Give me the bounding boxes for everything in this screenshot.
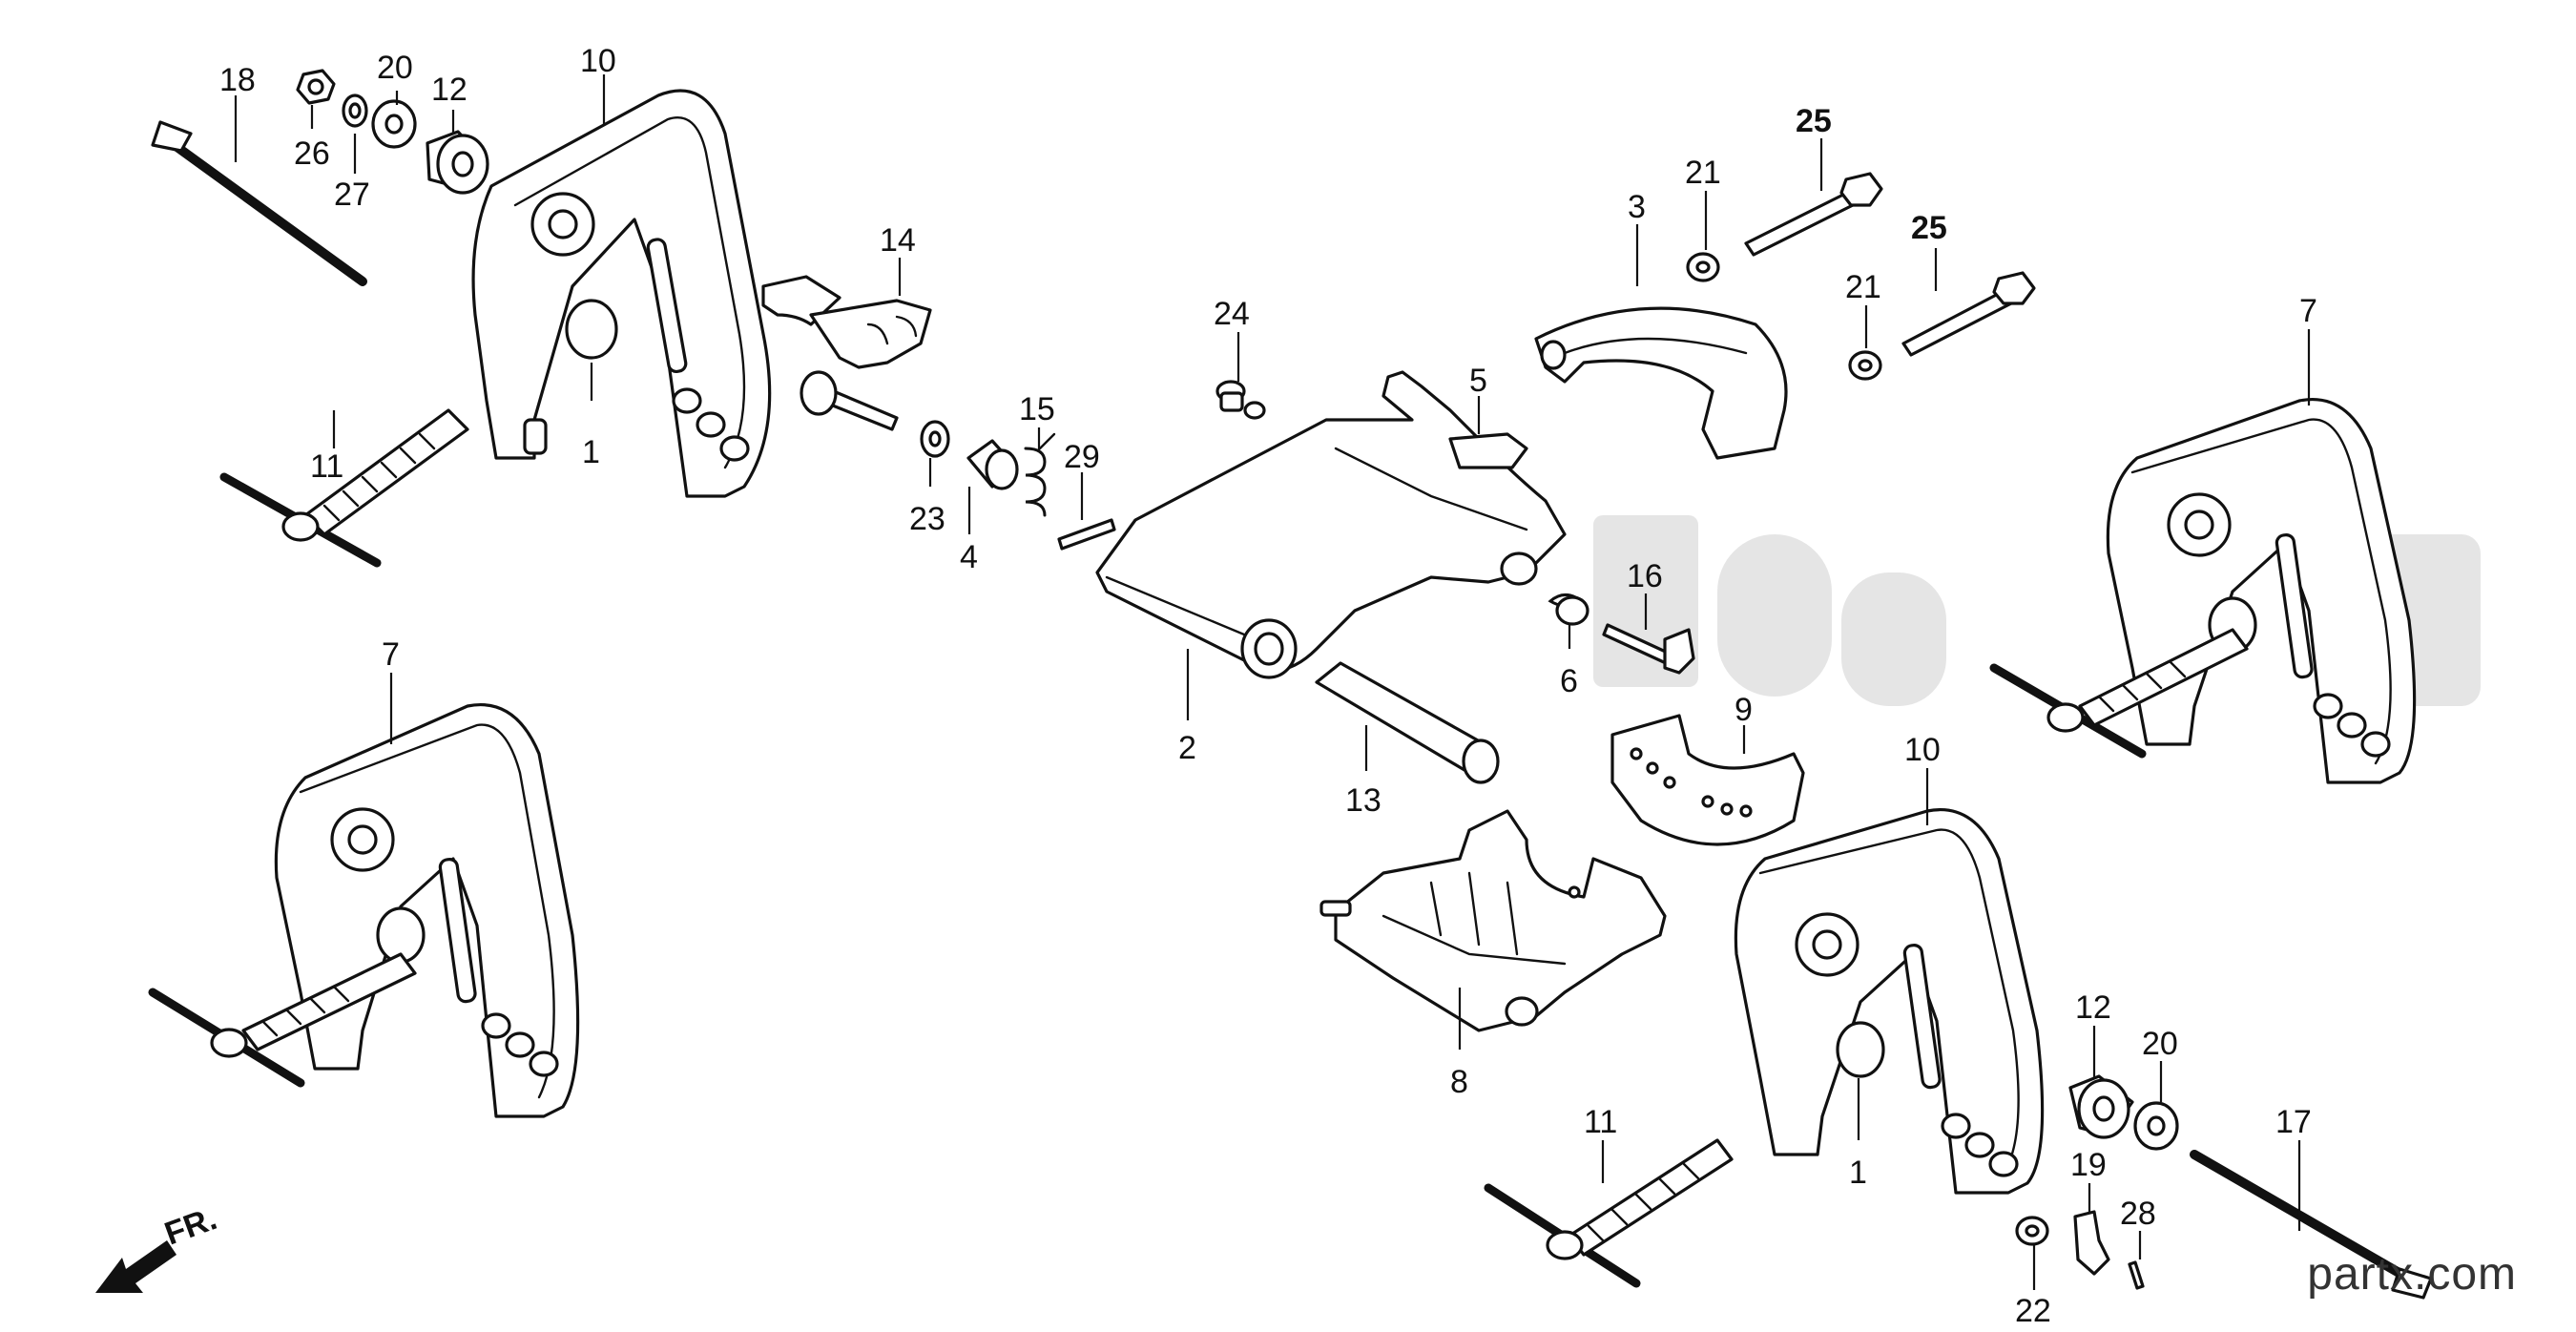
part-10-clamp-bracket bbox=[471, 89, 772, 498]
callout-4: 4 bbox=[960, 539, 978, 575]
callout-8: 8 bbox=[1450, 1064, 1468, 1100]
part-15-spring bbox=[1024, 432, 1056, 517]
part-14-tilt-lever bbox=[761, 275, 932, 431]
part-19-clip bbox=[2073, 1210, 2110, 1276]
part-12-bushing bbox=[426, 130, 489, 195]
part-2-swivel-bracket bbox=[1095, 370, 1567, 679]
callout-25a: 25 bbox=[1796, 103, 1832, 139]
callout-28: 28 bbox=[2120, 1196, 2156, 1232]
callout-3: 3 bbox=[1628, 189, 1646, 225]
callout-7b: 7 bbox=[382, 636, 400, 673]
callout-25b: 25 bbox=[1911, 210, 1947, 246]
part-5-rubber-block bbox=[1448, 432, 1528, 469]
callout-11b: 11 bbox=[1584, 1104, 1617, 1140]
callout-21b: 21 bbox=[1845, 269, 1881, 305]
part-28-pin bbox=[2128, 1260, 2145, 1290]
part-12-bushing-right bbox=[2068, 1074, 2134, 1139]
part-3-stopper-band bbox=[1534, 306, 1788, 460]
callout-27: 27 bbox=[334, 177, 370, 213]
part-7-clamp-bracket-right bbox=[2106, 398, 2417, 784]
part-17-pin bbox=[2190, 1150, 2433, 1300]
part-20-washer-right bbox=[2133, 1101, 2179, 1151]
callout-11a: 11 bbox=[310, 448, 343, 485]
part-6-spring bbox=[1548, 593, 1589, 626]
part-4-collar bbox=[966, 439, 1019, 490]
callout-7a: 7 bbox=[2299, 293, 2317, 329]
part-24-grease-fitting bbox=[1215, 380, 1266, 420]
callout-22: 22 bbox=[2015, 1293, 2051, 1327]
callout-16: 16 bbox=[1627, 558, 1663, 594]
callout-12a: 12 bbox=[431, 72, 467, 108]
part-7-clamp-screw-right bbox=[1989, 628, 2249, 759]
part-20-washer bbox=[371, 99, 417, 149]
part-23-washer bbox=[920, 420, 950, 458]
leader-lines bbox=[234, 74, 2311, 1290]
callout-20a: 20 bbox=[377, 50, 413, 86]
part-16-bolt bbox=[1602, 623, 1695, 675]
callout-10a: 10 bbox=[580, 43, 616, 79]
callout-26: 26 bbox=[294, 135, 330, 172]
part-27-washer bbox=[342, 94, 368, 128]
part-21a-washer bbox=[1686, 252, 1720, 282]
part-11-clamp-screw bbox=[219, 408, 469, 568]
part-8-lower-bracket bbox=[1319, 809, 1667, 1032]
part-11-clamp-screw-right bbox=[1484, 1138, 1734, 1288]
part-25b-bolt bbox=[1901, 271, 2036, 357]
callout-17: 17 bbox=[2275, 1104, 2312, 1140]
watermark-brand: partx.com bbox=[2307, 1249, 2517, 1300]
front-indicator-label: FR. bbox=[160, 1200, 221, 1252]
callout-5: 5 bbox=[1469, 363, 1487, 399]
callout-1b: 1 bbox=[1849, 1155, 1867, 1191]
callout-15: 15 bbox=[1019, 391, 1055, 427]
callout-18: 18 bbox=[219, 62, 256, 98]
part-25a-bolt bbox=[1744, 172, 1883, 257]
callout-14: 14 bbox=[880, 222, 916, 259]
callout-21a: 21 bbox=[1685, 155, 1721, 191]
callout-10b: 10 bbox=[1904, 732, 1941, 768]
callout-29: 29 bbox=[1064, 439, 1100, 475]
part-7-clamp-bracket-left bbox=[274, 703, 580, 1118]
part-26-nut bbox=[296, 69, 336, 105]
part-13-tube bbox=[1315, 661, 1500, 784]
part-29-pin bbox=[1057, 518, 1116, 551]
part-10-clamp-bracket-right bbox=[1734, 808, 2045, 1195]
callout-24: 24 bbox=[1214, 296, 1250, 332]
callout-20b: 20 bbox=[2142, 1026, 2178, 1062]
callout-23: 23 bbox=[909, 501, 945, 537]
part-7-clamp-screw-left bbox=[148, 952, 417, 1088]
callout-2: 2 bbox=[1178, 730, 1196, 766]
part-22-washer bbox=[2015, 1216, 2049, 1246]
callout-6: 6 bbox=[1560, 663, 1578, 699]
callout-1a: 1 bbox=[582, 434, 600, 470]
callout-9: 9 bbox=[1735, 692, 1753, 728]
callout-19: 19 bbox=[2070, 1147, 2107, 1183]
callout-13: 13 bbox=[1345, 782, 1381, 819]
part-21b-washer bbox=[1848, 350, 1882, 381]
callout-12b: 12 bbox=[2075, 989, 2111, 1026]
part-18-pin bbox=[151, 120, 367, 286]
part-9-thrust-block bbox=[1610, 714, 1805, 846]
front-arrow-icon: FR. bbox=[95, 1200, 221, 1293]
